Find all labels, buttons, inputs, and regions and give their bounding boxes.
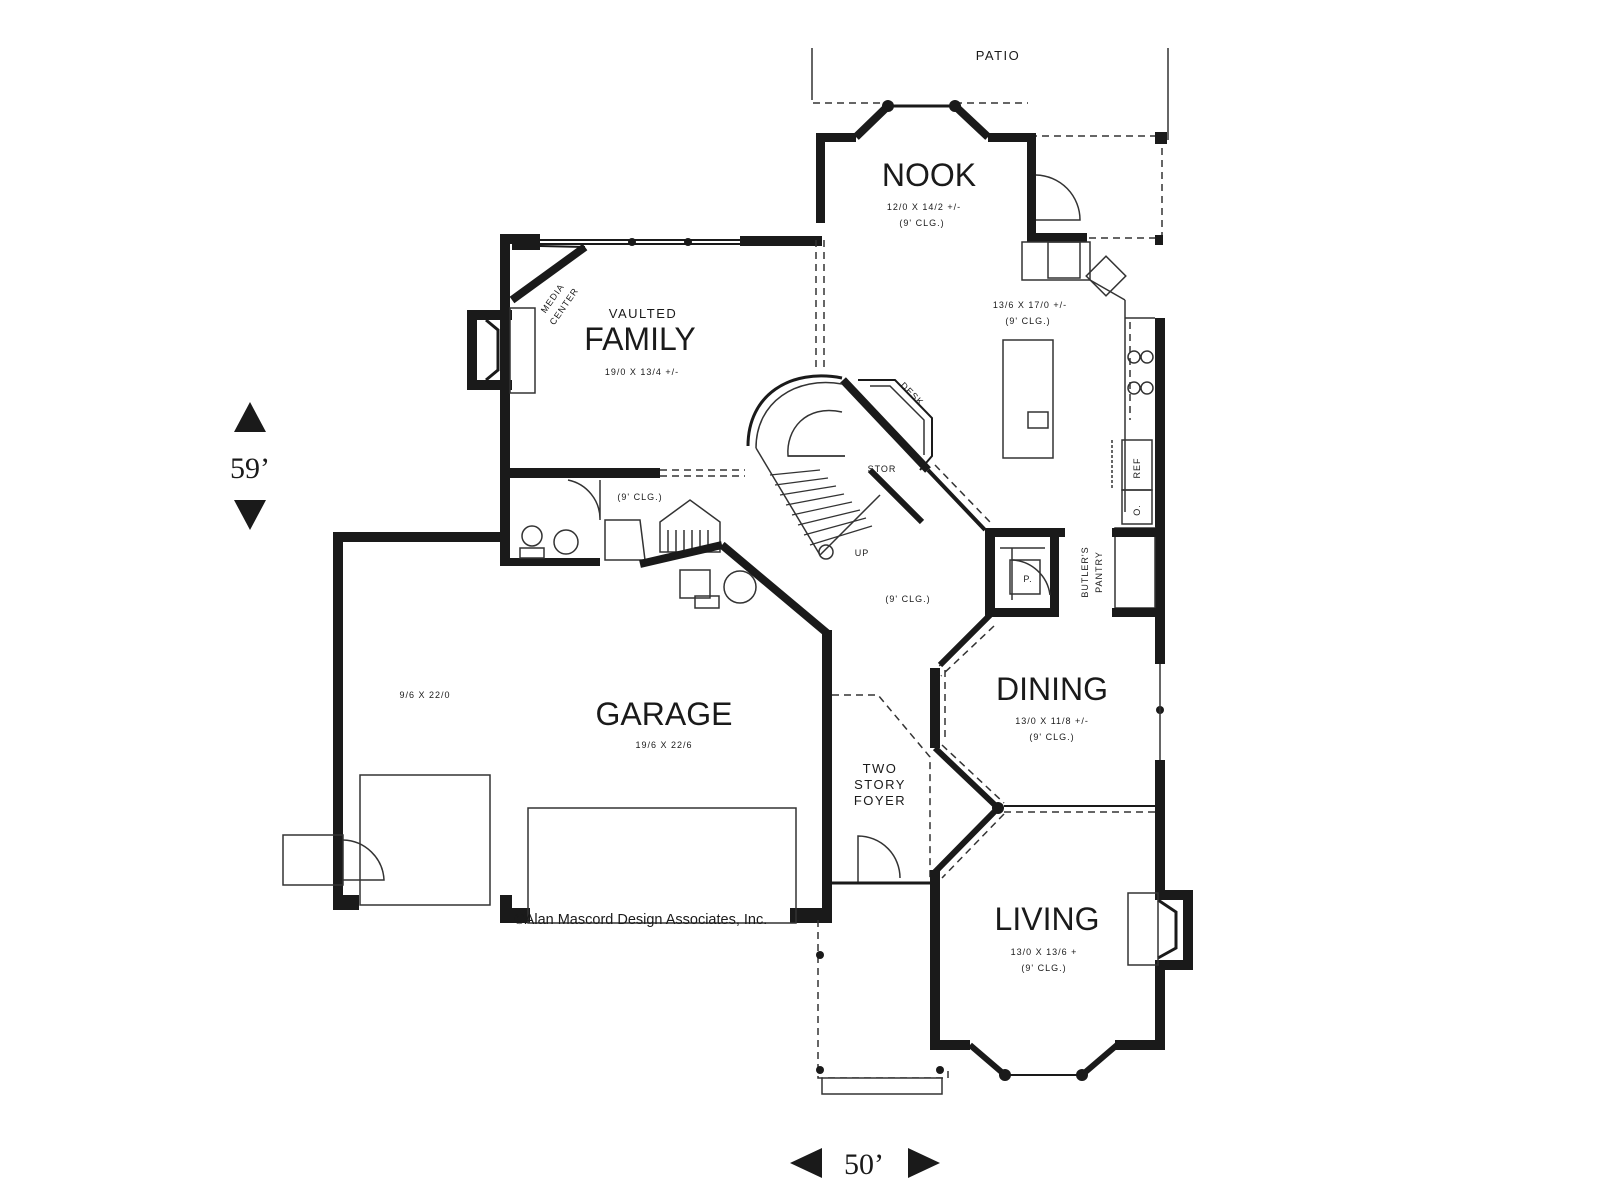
up-label: UP — [855, 548, 870, 558]
garage-side-size: 9/6 X 22/0 — [399, 690, 450, 700]
desk-label: DESK — [899, 380, 926, 407]
garage-title: GARAGE — [596, 696, 733, 732]
laundry-powder — [500, 478, 757, 609]
living-walls — [930, 805, 1193, 1081]
width-value: 50’ — [844, 1148, 884, 1181]
kitchen — [840, 241, 1165, 658]
nook-walls — [816, 100, 1167, 245]
kitchen-ceiling: (9' CLG.) — [1005, 316, 1050, 326]
oven-label: O. — [1132, 504, 1142, 516]
butlers-pantry-line1: BUTLER'S — [1080, 546, 1090, 597]
kitchen-size: 13/6 X 17/0 +/- — [993, 300, 1067, 310]
arrow-down-icon — [234, 500, 266, 530]
living-title: LIVING — [995, 901, 1100, 937]
garage-size: 19/6 X 22/6 — [635, 740, 692, 750]
patio: PATIO — [811, 48, 1169, 239]
hall-ceiling: (9' CLG.) — [885, 594, 930, 604]
foyer-line2: STORY — [854, 777, 906, 792]
nook-size: 12/0 X 14/2 +/- — [887, 202, 961, 212]
arrow-left-icon — [790, 1148, 822, 1178]
depth-dimension: 59’ — [230, 402, 270, 530]
patio-label: PATIO — [976, 48, 1021, 63]
nook-title: NOOK — [882, 157, 976, 193]
butlers-pantry-line2: PANTRY — [1094, 551, 1104, 593]
butlers-pantry — [926, 464, 1157, 617]
dining-size: 13/0 X 11/8 +/- — [1015, 716, 1089, 726]
foyer — [816, 694, 949, 1095]
pantry-label: P. — [1023, 574, 1032, 584]
living-ceiling: (9' CLG.) — [1021, 963, 1066, 973]
arrow-up-icon — [234, 402, 266, 432]
living-size: 13/0 X 13/6 + — [1011, 947, 1078, 957]
family-prefix: VAULTED — [609, 306, 678, 321]
depth-value: 59’ — [230, 452, 270, 485]
laundry-ceiling: (9' CLG.) — [617, 492, 662, 502]
copyright: ©Alan Mascord Design Associates, Inc. — [514, 912, 767, 928]
ref-label: REF — [1132, 458, 1142, 479]
garage-walls — [282, 532, 832, 924]
foyer-line3: FOYER — [854, 793, 906, 808]
width-dimension: 50’ — [790, 1148, 940, 1181]
dining-walls — [930, 612, 1165, 814]
stor-label: STOR — [868, 464, 897, 474]
foyer-line1: TWO — [863, 761, 898, 776]
family-size: 19/0 X 13/4 +/- — [605, 367, 679, 377]
nook-ceiling: (9' CLG.) — [899, 218, 944, 228]
family-walls — [467, 234, 825, 478]
dining-ceiling: (9' CLG.) — [1029, 732, 1074, 742]
staircase — [746, 374, 925, 560]
family-title: FAMILY — [584, 321, 695, 357]
dining-title: DINING — [996, 671, 1108, 707]
arrow-right-icon — [908, 1148, 940, 1178]
